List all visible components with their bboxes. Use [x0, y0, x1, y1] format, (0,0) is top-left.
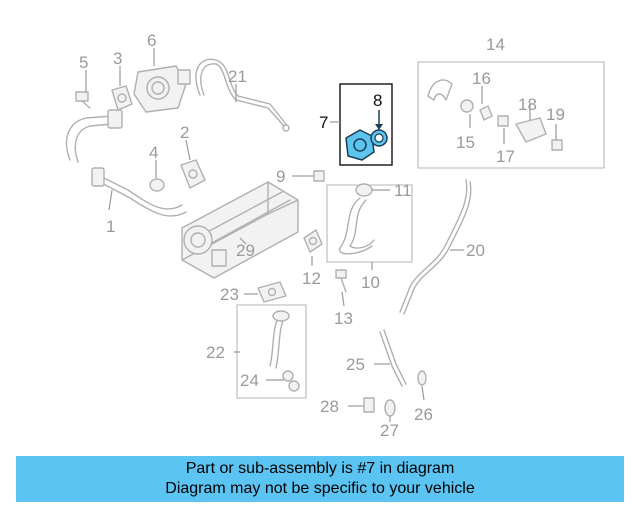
bolt-5: [75, 91, 91, 109]
callout-29: 29: [236, 241, 255, 260]
callout-22: 22: [206, 343, 225, 362]
egr-valve-6: [133, 65, 191, 113]
callout-16: 16: [472, 69, 491, 88]
callout-25: 25: [346, 355, 365, 374]
callout-21: 21: [228, 67, 247, 86]
washer-27: [384, 399, 396, 417]
callout-14: 14: [486, 35, 505, 54]
pipe-22: [269, 317, 279, 367]
egr-cooler-29: [181, 181, 299, 279]
group-box-14: [417, 61, 605, 169]
clamp-11: [355, 183, 373, 197]
callout-15: 15: [456, 133, 475, 152]
bolt-13: [335, 269, 347, 293]
gasket-3: [111, 85, 133, 111]
plug-4: [149, 178, 165, 192]
callout-2: 2: [180, 123, 189, 142]
rod-25: [379, 331, 403, 387]
group-box-10: [326, 184, 413, 263]
callout-7: 7: [319, 113, 328, 132]
gasket-12: [303, 229, 323, 253]
callout-6: 6: [147, 31, 156, 50]
callout-13: 13: [334, 309, 353, 328]
callout-23: 23: [220, 285, 239, 304]
egr-pipe-1: [65, 109, 187, 217]
callout-24: 24: [240, 371, 259, 390]
callout-1: 1: [106, 217, 115, 236]
gasket-2: [180, 159, 206, 189]
line-20: [399, 179, 468, 313]
callout-10: 10: [361, 273, 380, 292]
callout-17: 17: [496, 147, 515, 166]
banner-disclaimer-line: Diagram may not be specific to your vehi…: [165, 480, 475, 497]
info-banner: Part or sub-assembly is #7 in diagram Di…: [16, 456, 624, 502]
bolt-9: [305, 170, 325, 182]
parts-diagram: 1 2 3 4 5 6 7 8 9 10 11 12 13 14 15 16 1…: [65, 31, 605, 440]
callout-12: 12: [302, 269, 321, 288]
callout-3: 3: [113, 49, 122, 68]
callout-8: 8: [373, 91, 382, 110]
callout-26: 26: [414, 405, 433, 424]
callout-18: 18: [518, 95, 537, 114]
callout-4: 4: [149, 143, 158, 162]
bolt-28: [351, 397, 375, 413]
hose-10: [338, 197, 373, 255]
callout-5: 5: [79, 53, 88, 72]
oring-26: [417, 370, 427, 386]
callout-19: 19: [546, 105, 565, 124]
seals-24: [282, 370, 300, 392]
banner-part-line: Part or sub-assembly is #7 in diagram: [185, 460, 455, 477]
group-box-22: [236, 304, 307, 399]
bracket-14-contents: [427, 79, 563, 151]
highlighted-part-8: [370, 110, 388, 147]
callout-20: 20: [466, 241, 485, 260]
callout-27: 27: [380, 421, 399, 440]
callout-11: 11: [394, 181, 412, 200]
callout-9: 9: [276, 167, 285, 186]
callout-28: 28: [320, 397, 339, 416]
highlighted-part-7: [345, 129, 375, 161]
gasket-23: [257, 281, 287, 303]
